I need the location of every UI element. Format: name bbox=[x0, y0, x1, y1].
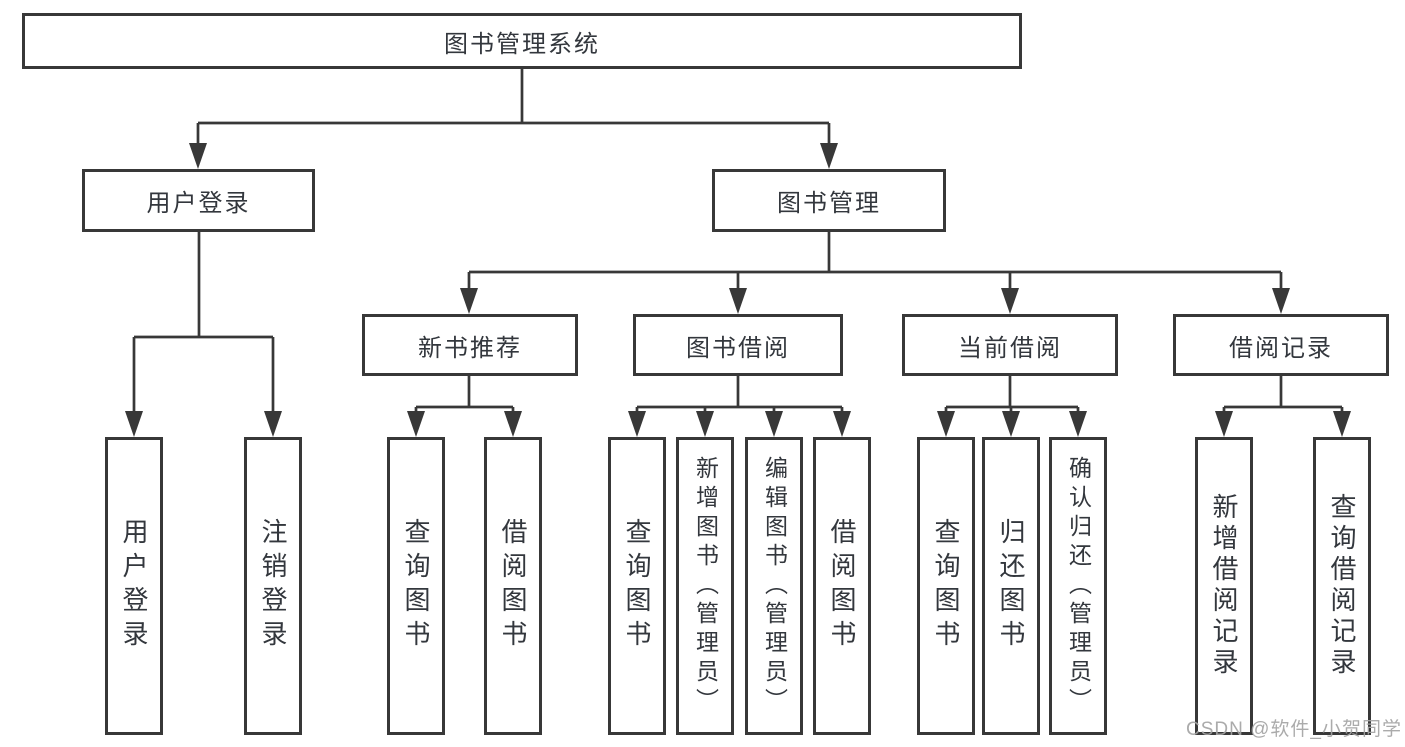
connector-newbooks-to-leaves bbox=[407, 376, 522, 437]
node-borrowing-records: 借阅记录 bbox=[1173, 314, 1389, 376]
leaf-edit-books-admin: 编辑图书（管理员） bbox=[745, 437, 803, 735]
leaf-borrow-books-recommend: 借阅图书 bbox=[484, 437, 542, 735]
node-user-login: 用户登录 bbox=[82, 169, 315, 232]
node-new-book-recommend: 新书推荐 bbox=[362, 314, 578, 376]
connector-bookmgmt-to-level3 bbox=[460, 232, 1290, 314]
connector-current-to-leaves bbox=[937, 376, 1087, 437]
connector-borrow-to-leaves bbox=[628, 376, 851, 437]
node-current-borrowing: 当前借阅 bbox=[902, 314, 1118, 376]
connector-userlogin-to-leaves bbox=[125, 232, 282, 437]
leaf-logout: 注销登录 bbox=[244, 437, 302, 735]
leaf-user-login: 用户登录 bbox=[105, 437, 163, 735]
leaf-return-books: 归还图书 bbox=[982, 437, 1040, 735]
leaf-confirm-return-admin: 确认归还（管理员） bbox=[1049, 437, 1107, 735]
node-root-system: 图书管理系统 bbox=[22, 13, 1022, 69]
leaf-query-books-current: 查询图书 bbox=[917, 437, 975, 735]
leaf-query-borrow-record: 查询借阅记录 bbox=[1313, 437, 1371, 735]
leaf-add-borrow-record: 新增借阅记录 bbox=[1195, 437, 1253, 735]
leaf-borrow-books: 借阅图书 bbox=[813, 437, 871, 735]
node-book-management: 图书管理 bbox=[712, 169, 946, 232]
leaf-query-books-recommend: 查询图书 bbox=[387, 437, 445, 735]
connector-records-to-leaves bbox=[1215, 376, 1351, 437]
connector-root-to-level2 bbox=[189, 69, 838, 169]
leaf-query-books-borrow: 查询图书 bbox=[608, 437, 666, 735]
node-book-borrowing: 图书借阅 bbox=[633, 314, 843, 376]
leaf-add-books-admin: 新增图书（管理员） bbox=[676, 437, 734, 735]
csdn-watermark: CSDN @软件_小贺同学 bbox=[1186, 719, 1402, 740]
